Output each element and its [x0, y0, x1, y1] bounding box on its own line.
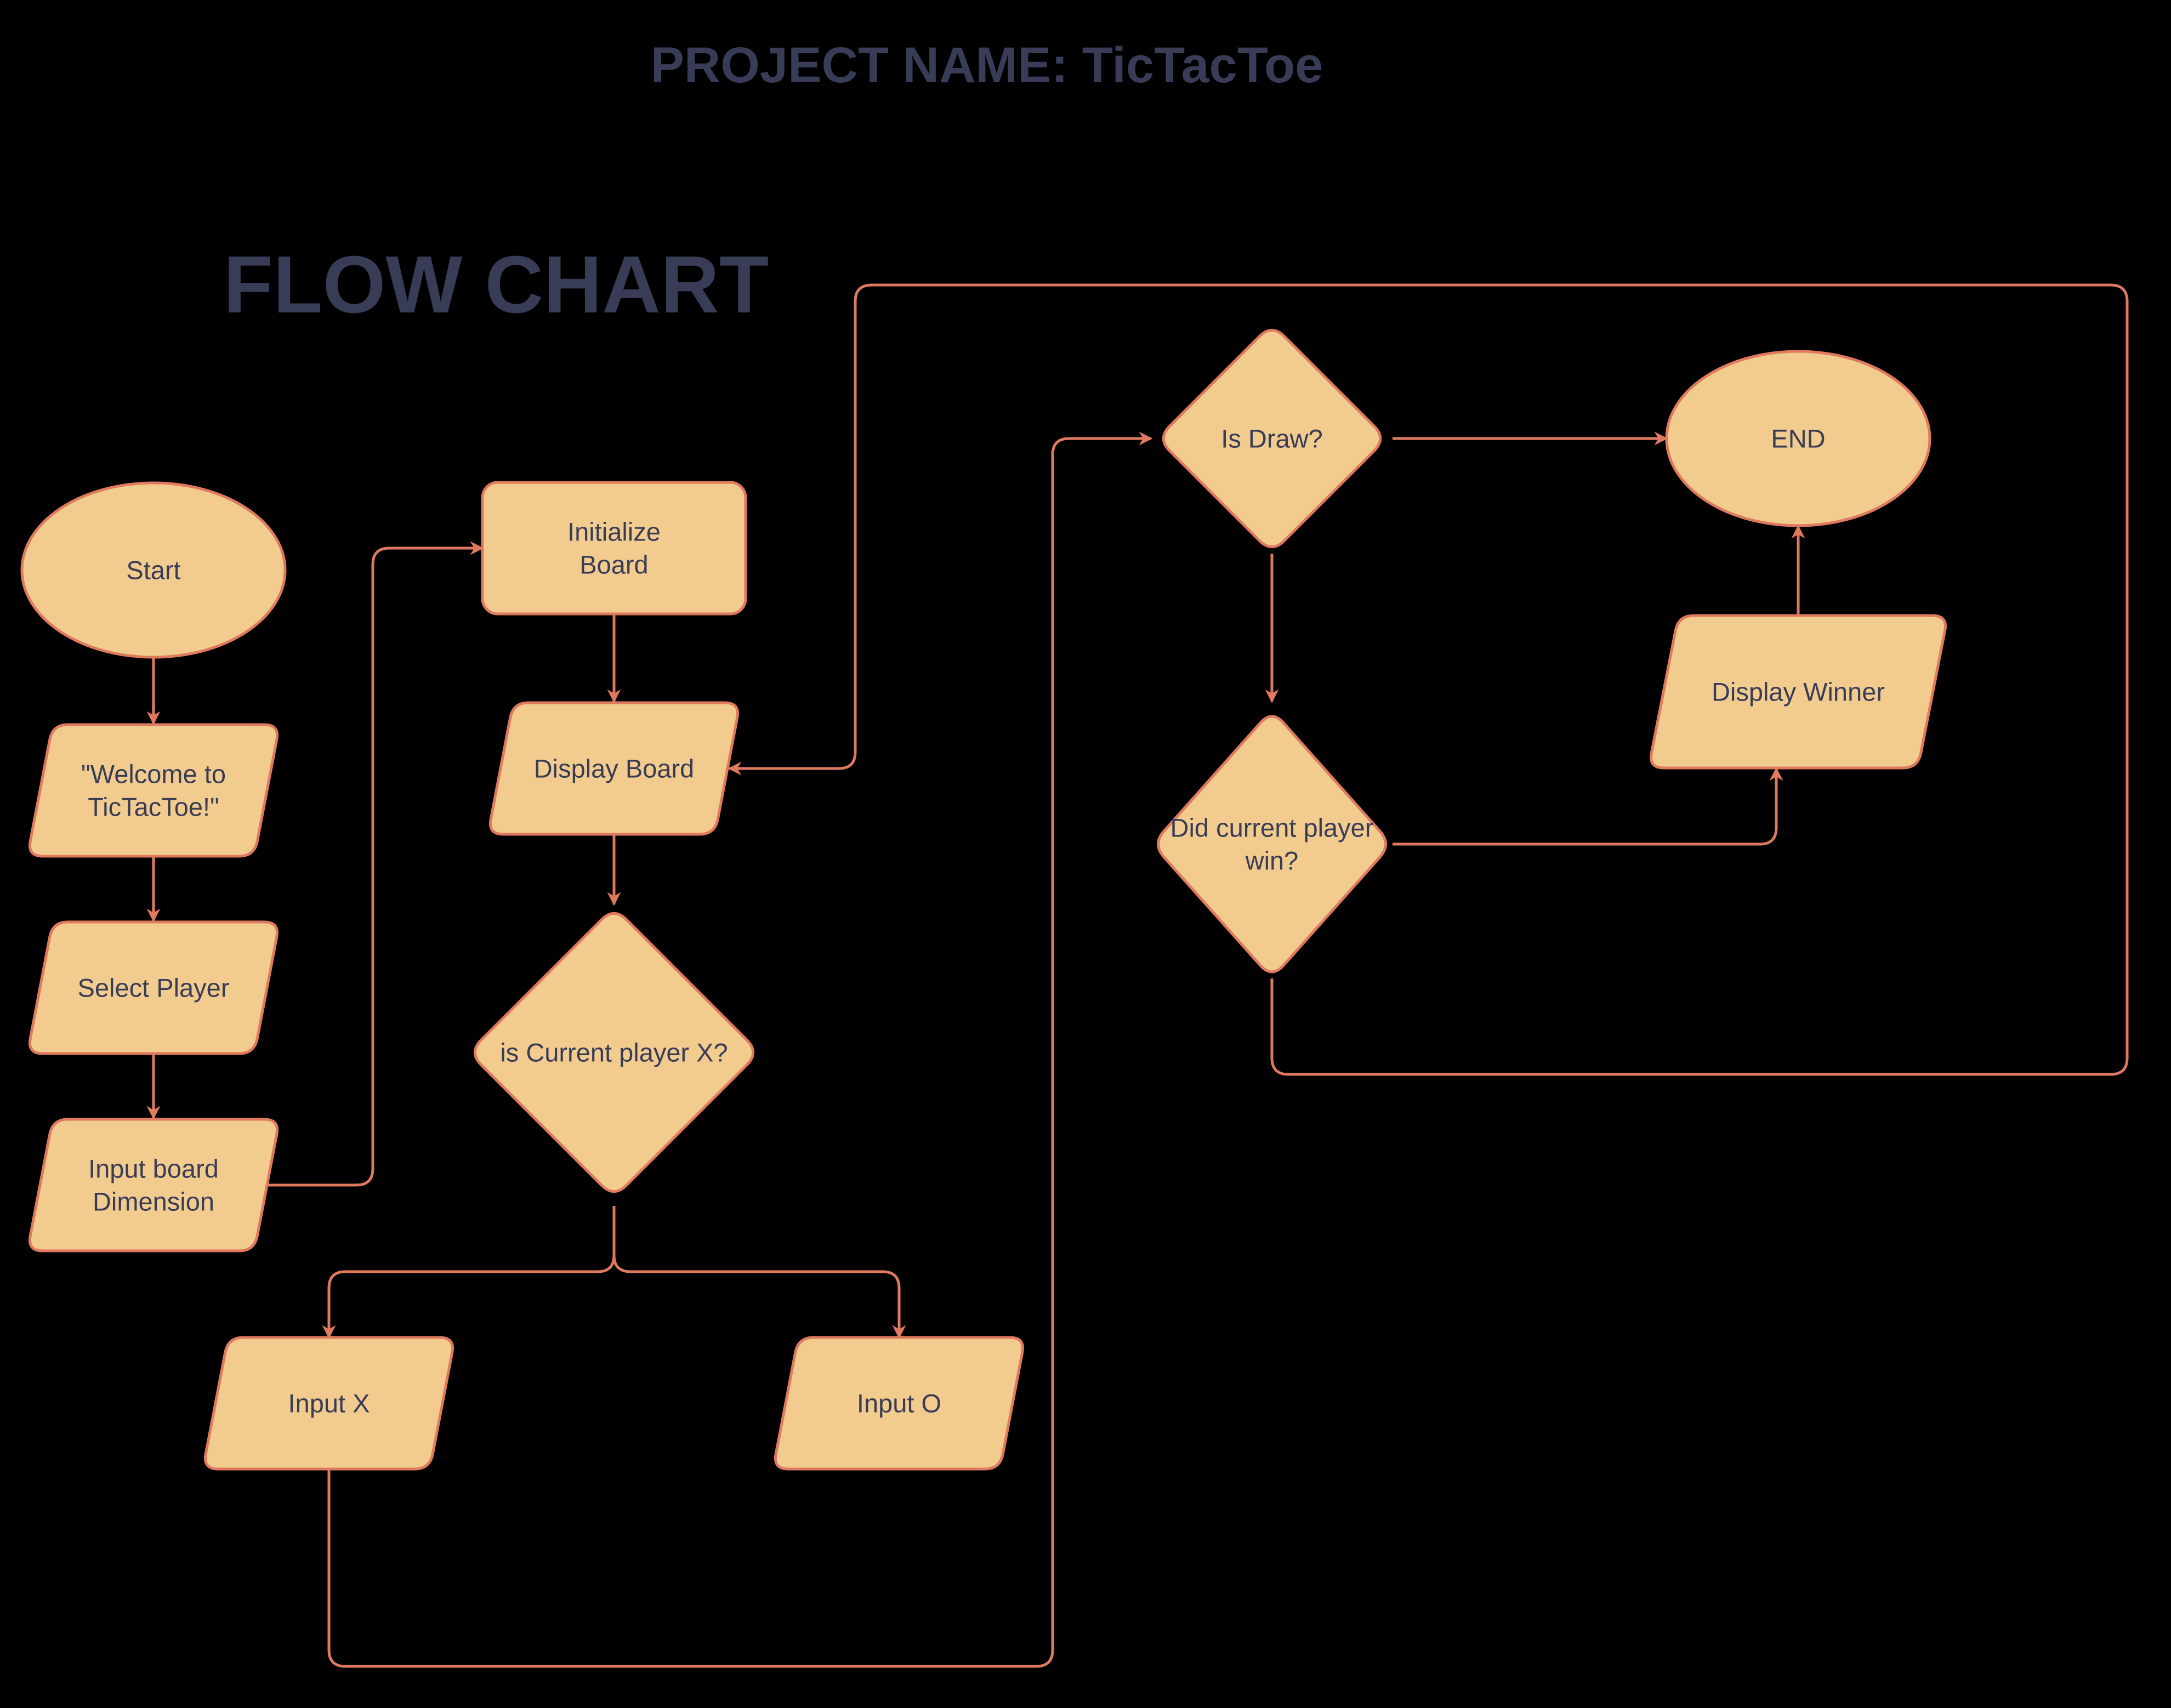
node-shape-display-board: [488, 701, 740, 836]
edge-did-win-to-display-board: [728, 283, 2129, 1076]
node-label-is-x: is Current player X?: [500, 1038, 728, 1067]
node-display-board: Display Board: [488, 701, 740, 836]
node-label-end: END: [1771, 424, 1825, 453]
node-shape-did-win: [1157, 715, 1387, 973]
node-shape-is-draw: [1162, 328, 1382, 549]
node-label-is-draw: Is Draw?: [1221, 424, 1322, 453]
node-shape-init-board: [481, 481, 747, 616]
node-shape-input-o: [774, 1336, 1025, 1471]
node-display-winner: Display Winner: [1650, 614, 1947, 770]
edge-did-win-to-display-winner: [1393, 767, 1783, 846]
node-label-select-player: Select Player: [78, 973, 230, 1003]
node-label-did-win: win?: [1245, 846, 1299, 875]
node-label-input-o: Input O: [857, 1389, 941, 1418]
edge-label-did-win-to-display-winner: Yes: [1612, 828, 1639, 846]
node-input-x: Input X: [203, 1336, 454, 1471]
node-label-did-win: Did current player: [1170, 813, 1374, 842]
node-label-start: Start: [126, 556, 180, 585]
node-did-win: Did current player win?: [1157, 715, 1387, 973]
node-shape-input-x: [203, 1336, 454, 1471]
flowchart-title: FLOW CHART: [224, 240, 769, 330]
node-shape-welcome: [28, 723, 279, 858]
project-title: PROJECT NAME: TicTacToe: [651, 37, 1323, 93]
node-shape-start: [20, 481, 287, 659]
edge-input-dimension-to-init-board: [263, 541, 484, 1187]
node-label-input-dimension: Dimension: [93, 1187, 214, 1216]
edge-input-x-to-is-draw: [327, 431, 1153, 1668]
node-shape-select-player: [28, 920, 279, 1055]
node-select-player: Select Player: [28, 920, 279, 1055]
node-label-init-board: Initialize: [567, 517, 661, 546]
edge-label-is-x-to-input-x: Yes: [464, 1255, 491, 1273]
node-shape-end: [1665, 350, 1931, 527]
node-label-input-dimension: Input board: [88, 1154, 219, 1183]
node-input-o: Input O: [774, 1336, 1025, 1471]
node-label-welcome: "Welcome to: [81, 760, 226, 789]
node-label-display-winner: Display Winner: [1712, 677, 1885, 707]
node-shape-is-x: [473, 912, 755, 1193]
node-welcome: "Welcome to TicTacToe!": [28, 723, 279, 858]
node-end: END: [1665, 350, 1931, 527]
edge-is-x-to-input-x: [322, 1206, 616, 1339]
node-label-input-x: Input X: [288, 1389, 370, 1418]
node-is-draw: Is Draw?: [1162, 328, 1382, 549]
edge-label-is-x-to-input-o: No: [746, 1255, 767, 1273]
node-is-x: is Current player X?: [473, 912, 755, 1193]
edge-is-x-to-input-o: [612, 1206, 906, 1339]
node-shape-input-dimension: [28, 1118, 279, 1252]
node-label-init-board: Board: [579, 550, 648, 579]
node-label-display-board: Display Board: [534, 754, 695, 783]
node-start: Start: [20, 481, 287, 659]
node-label-welcome: TicTacToe!": [88, 793, 219, 822]
node-shape-display-winner: [1650, 614, 1947, 770]
